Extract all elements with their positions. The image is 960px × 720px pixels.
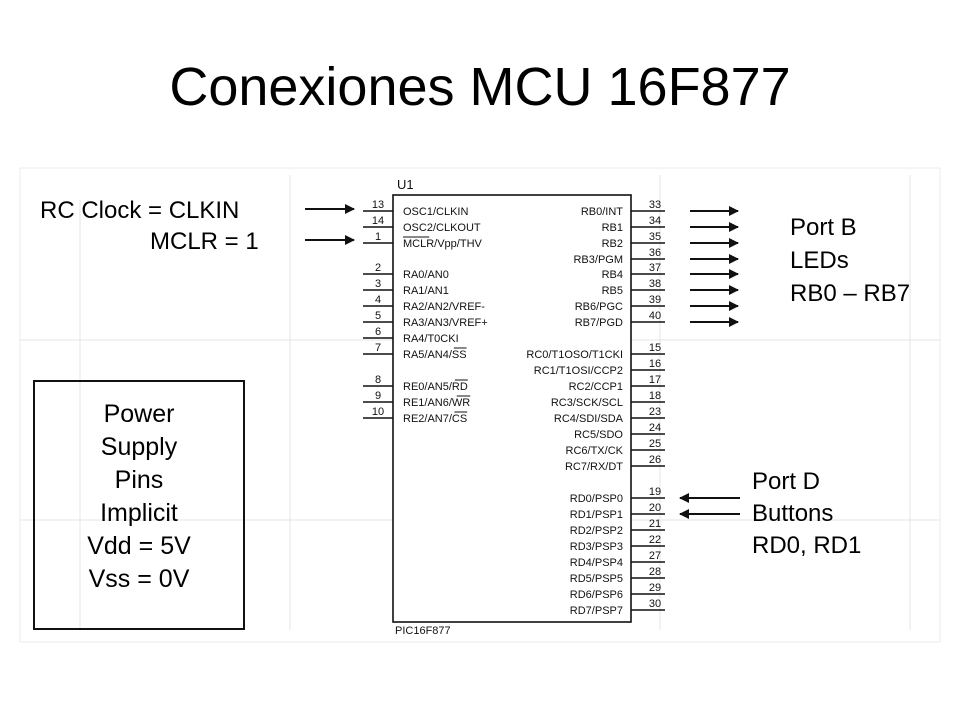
pin-name: RA2/AN2/VREF-: [403, 301, 485, 313]
pin-name: RD4/PSP4: [570, 557, 623, 569]
pin-number: 4: [375, 294, 381, 306]
power-line-6: Vss = 0V: [89, 565, 190, 593]
pin-name: RB7/PGD: [575, 317, 623, 329]
port-b-label: Port B: [790, 214, 857, 241]
pin-number: 8: [375, 374, 381, 386]
chip-reference: U1: [397, 177, 414, 192]
pin-name: OSC2/CLKOUT: [403, 222, 481, 234]
mclr-annotation: MCLR = 1: [150, 228, 259, 255]
pin-number: 2: [375, 262, 381, 274]
port-d-arrow-group: [679, 493, 740, 519]
pin-name: RC5/SDO: [574, 429, 623, 441]
pin-number: 38: [649, 278, 661, 290]
power-line-1: Power: [104, 400, 175, 428]
pin-name: RB0/INT: [581, 206, 623, 218]
pin-number: 3: [375, 278, 381, 290]
pin-number: 19: [649, 486, 661, 498]
pin-number: 13: [372, 199, 384, 211]
pin-name: RE0/AN5/RD: [403, 381, 468, 393]
pin-name: OSC1/CLKIN: [403, 206, 468, 218]
pin-number: 35: [649, 231, 661, 243]
pin-name: RB1: [602, 222, 623, 234]
pin-name: RA5/AN4/SS: [403, 349, 467, 361]
pin-name: RC2/CCP1: [569, 381, 623, 393]
pin-number: 28: [649, 566, 661, 578]
pin-number: 17: [649, 374, 661, 386]
power-line-4: Implicit: [100, 499, 178, 527]
pin-number: 22: [649, 534, 661, 546]
pin-number: 29: [649, 582, 661, 594]
pin-number: 16: [649, 358, 661, 370]
pin-name: RB5: [602, 285, 623, 297]
pin-name: RA0/AN0: [403, 269, 449, 281]
pin-name: RD0/PSP0: [570, 493, 623, 505]
pin-name: RA4/T0CKI: [403, 333, 459, 345]
pin-number: 25: [649, 438, 661, 450]
pin-number: 33: [649, 199, 661, 211]
pin-name: RC6/TX/CK: [566, 445, 624, 457]
mcu-chip-body: [392, 194, 632, 623]
pin-name: RD7/PSP7: [570, 605, 623, 617]
pin-number: 36: [649, 247, 661, 259]
pin-number: 5: [375, 310, 381, 322]
pin-number: 21: [649, 518, 661, 530]
pin-name: RE2/AN7/CS: [403, 413, 467, 425]
pin-number: 14: [372, 215, 384, 227]
pin-name: RB4: [602, 269, 623, 281]
pin-name: RD2/PSP2: [570, 525, 623, 537]
pin-number: 6: [375, 326, 381, 338]
power-line-2: Supply: [101, 433, 178, 461]
power-supply-box: [33, 380, 245, 630]
clock-annotation: RC Clock = CLKIN: [40, 197, 239, 224]
pin-name: RD6/PSP6: [570, 589, 623, 601]
port-d-label: Port D: [752, 468, 820, 495]
pin-name: RB2: [602, 238, 623, 250]
pin-name: RE1/AN6/WR: [403, 397, 470, 409]
pin-name: RD3/PSP3: [570, 541, 623, 553]
port-b-leds-label: LEDs: [790, 247, 849, 274]
pin-number: 7: [375, 342, 381, 354]
pin-name: RB6/PGC: [575, 301, 623, 313]
pin-name: RD5/PSP5: [570, 573, 623, 585]
pin-number: 10: [372, 406, 384, 418]
pin-number: 20: [649, 502, 661, 514]
port-d-pins-label: RD0, RD1: [752, 532, 861, 559]
port-b-range-label: RB0 – RB7: [790, 280, 910, 307]
port-d-buttons-label: Buttons: [752, 500, 833, 527]
slide-title: Conexiones MCU 16F877: [169, 57, 791, 117]
pin-number: 34: [649, 215, 661, 227]
pin-name: RD1/PSP1: [570, 509, 623, 521]
pin-number: 9: [375, 390, 381, 402]
pin-name: RC4/SDI/SDA: [554, 413, 624, 425]
pin-number: 23: [649, 406, 661, 418]
pin-name: RC1/T1OSI/CCP2: [534, 365, 623, 377]
pin-number: 15: [649, 342, 661, 354]
pin-number: 26: [649, 454, 661, 466]
pin-number: 39: [649, 294, 661, 306]
pin-name: RC3/SCK/SCL: [551, 397, 623, 409]
pin-name: RC0/T1OSO/T1CKI: [526, 349, 623, 361]
port-b-arrow-group: [690, 206, 739, 327]
pin-number: 1: [375, 231, 381, 243]
pin-number: 37: [649, 262, 661, 274]
power-line-3: Pins: [115, 466, 164, 494]
pin-name: RA1/AN1: [403, 285, 449, 297]
chip-part-number: PIC16F877: [395, 625, 451, 637]
pin-name: RC7/RX/DT: [565, 461, 623, 473]
pin-number: 24: [649, 422, 661, 434]
pin-number: 18: [649, 390, 661, 402]
pin-name: MCLR/Vpp/THV: [403, 238, 483, 250]
power-line-5: Vdd = 5V: [87, 532, 191, 560]
pin-name: RA3/AN3/VREF+: [403, 317, 488, 329]
pin-number: 40: [649, 310, 661, 322]
pin-number: 27: [649, 550, 661, 562]
pin-name: RB3/PGM: [573, 254, 623, 266]
pin-number: 30: [649, 598, 661, 610]
